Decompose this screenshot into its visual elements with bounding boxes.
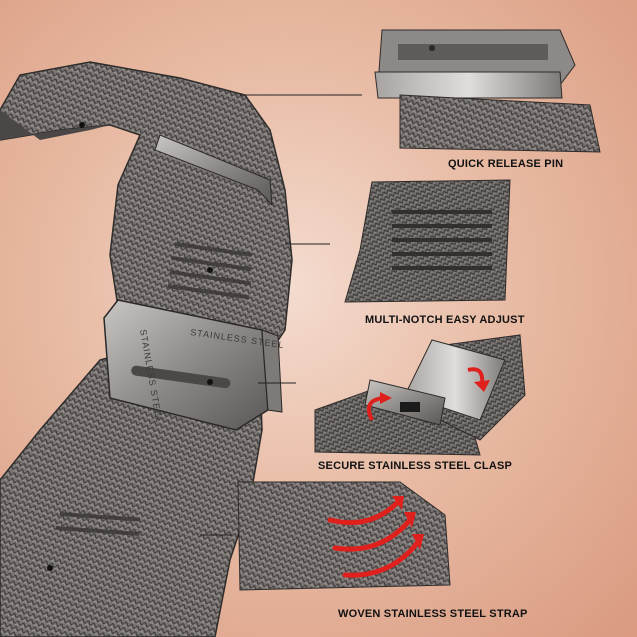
callout-dots bbox=[47, 122, 213, 571]
detail-clasp bbox=[314, 334, 526, 456]
caption-quick-release-pin: QUICK RELEASE PIN bbox=[448, 158, 564, 170]
detail-woven-strap bbox=[237, 481, 451, 591]
caption-woven-strap: WOVEN STAINLESS STEEL STRAP bbox=[338, 608, 528, 620]
caption-multi-notch: MULTI-NOTCH EASY ADJUST bbox=[365, 314, 525, 326]
clasp-buckle: STAINLESS STEEL STAINLESS STEEL bbox=[103, 299, 285, 431]
detail-quick-release-pin bbox=[374, 29, 601, 153]
weave-arrows bbox=[327, 499, 421, 578]
caption-clasp: SECURE STAINLESS STEEL CLASP bbox=[318, 460, 513, 472]
leader-lines bbox=[200, 94, 362, 536]
main-strap: STAINLESS STEEL STAINLESS STEEL bbox=[0, 61, 293, 637]
detail-multi-notch bbox=[344, 179, 511, 303]
